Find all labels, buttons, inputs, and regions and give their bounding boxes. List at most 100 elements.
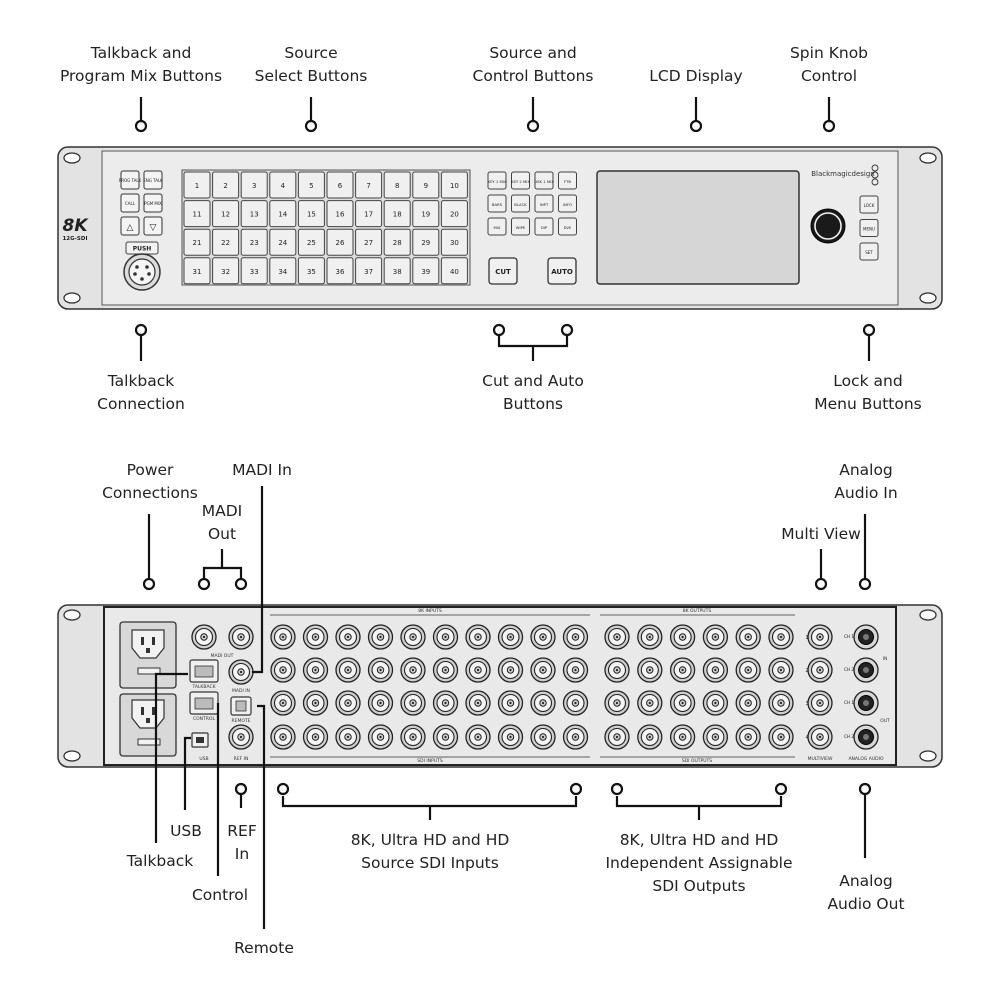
power-connector-1[interactable]	[119, 621, 177, 689]
sdi-input-bnc[interactable]	[400, 690, 426, 716]
madi-in-bnc[interactable]	[228, 659, 254, 685]
sdi-input-bnc[interactable]	[367, 657, 394, 683]
sdi-output-bnc[interactable]	[669, 657, 696, 683]
sdi-output-bnc[interactable]	[768, 624, 794, 650]
sdi-output-bnc[interactable]	[604, 724, 630, 750]
source-button[interactable]	[440, 171, 468, 199]
control-button[interactable]	[487, 171, 507, 190]
sdi-input-bnc[interactable]	[270, 724, 296, 750]
source-button[interactable]	[269, 228, 297, 256]
source-button[interactable]	[440, 257, 468, 285]
source-button[interactable]	[212, 171, 240, 199]
source-button[interactable]	[412, 171, 440, 199]
sdi-input-bnc[interactable]	[367, 724, 394, 750]
madi-out-bnc[interactable]	[191, 624, 217, 650]
source-button[interactable]	[240, 200, 268, 228]
auto-button[interactable]	[547, 257, 577, 285]
sdi-output-bnc[interactable]	[637, 657, 663, 683]
multiview-bnc[interactable]	[807, 657, 833, 683]
control-button[interactable]	[534, 194, 554, 213]
source-button[interactable]	[183, 171, 211, 199]
source-button[interactable]	[326, 171, 354, 199]
source-button[interactable]	[297, 228, 325, 256]
analog-audio-jack[interactable]	[853, 657, 879, 683]
sdi-output-bnc[interactable]	[735, 624, 761, 650]
sdi-input-bnc[interactable]	[302, 624, 329, 650]
sdi-input-bnc[interactable]	[465, 657, 491, 683]
sdi-input-bnc[interactable]	[497, 690, 524, 716]
sdi-output-bnc[interactable]	[637, 724, 663, 750]
sdi-input-bnc[interactable]	[497, 724, 524, 750]
talkback-rj45-port[interactable]	[189, 659, 219, 683]
control-button[interactable]	[534, 217, 554, 236]
power-connector-2[interactable]	[119, 693, 177, 757]
source-button[interactable]	[183, 257, 211, 285]
talkback-mix-button[interactable]	[120, 193, 140, 213]
sdi-input-bnc[interactable]	[465, 690, 491, 716]
source-button[interactable]	[383, 228, 411, 256]
multiview-bnc[interactable]	[807, 624, 833, 650]
sdi-input-bnc[interactable]	[530, 690, 556, 716]
cut-button[interactable]	[488, 257, 518, 285]
lock-menu-button[interactable]	[859, 219, 879, 237]
sdi-output-bnc[interactable]	[702, 690, 729, 716]
sdi-output-bnc[interactable]	[637, 690, 663, 716]
sdi-input-bnc[interactable]	[562, 690, 589, 716]
multiview-bnc[interactable]	[807, 724, 833, 750]
sdi-output-bnc[interactable]	[735, 690, 761, 716]
sdi-output-bnc[interactable]	[702, 657, 729, 683]
source-button[interactable]	[269, 171, 297, 199]
sdi-output-bnc[interactable]	[604, 690, 630, 716]
sdi-output-bnc[interactable]	[702, 724, 729, 750]
source-button[interactable]	[412, 228, 440, 256]
source-button[interactable]	[355, 257, 383, 285]
talkback-mix-button[interactable]	[120, 216, 140, 236]
source-button[interactable]	[383, 257, 411, 285]
sdi-output-bnc[interactable]	[669, 724, 696, 750]
control-button[interactable]	[511, 194, 530, 213]
source-button[interactable]	[183, 228, 211, 256]
sdi-input-bnc[interactable]	[335, 624, 361, 650]
talkback-mix-button[interactable]	[143, 216, 163, 236]
source-button[interactable]	[212, 257, 240, 285]
control-button[interactable]	[558, 194, 577, 213]
sdi-output-bnc[interactable]	[768, 690, 794, 716]
sdi-output-bnc[interactable]	[735, 657, 761, 683]
sdi-output-bnc[interactable]	[702, 624, 729, 650]
sdi-input-bnc[interactable]	[530, 724, 556, 750]
control-button[interactable]	[558, 217, 577, 236]
sdi-input-bnc[interactable]	[497, 624, 524, 650]
multiview-bnc[interactable]	[807, 690, 833, 716]
sdi-output-bnc[interactable]	[669, 624, 696, 650]
talkback-mix-button[interactable]	[143, 170, 163, 190]
sdi-output-bnc[interactable]	[768, 724, 794, 750]
sdi-input-bnc[interactable]	[530, 624, 556, 650]
sdi-output-bnc[interactable]	[637, 624, 663, 650]
source-button[interactable]	[212, 200, 240, 228]
talkback-mix-button[interactable]	[120, 170, 140, 190]
sdi-output-bnc[interactable]	[604, 624, 630, 650]
sdi-input-bnc[interactable]	[432, 624, 459, 650]
source-button[interactable]	[355, 228, 383, 256]
source-button[interactable]	[326, 200, 354, 228]
control-button[interactable]	[558, 171, 577, 190]
control-button[interactable]	[487, 194, 507, 213]
sdi-input-bnc[interactable]	[562, 724, 589, 750]
sdi-input-bnc[interactable]	[302, 657, 329, 683]
sdi-input-bnc[interactable]	[465, 624, 491, 650]
control-rj45-port[interactable]	[189, 691, 219, 715]
source-button[interactable]	[212, 228, 240, 256]
source-button[interactable]	[269, 257, 297, 285]
spin-knob[interactable]	[810, 208, 846, 244]
control-button[interactable]	[511, 217, 530, 236]
source-button[interactable]	[269, 200, 297, 228]
sdi-input-bnc[interactable]	[367, 690, 394, 716]
source-button[interactable]	[412, 257, 440, 285]
source-button[interactable]	[240, 171, 268, 199]
source-button[interactable]	[383, 171, 411, 199]
sdi-input-bnc[interactable]	[270, 690, 296, 716]
sdi-output-bnc[interactable]	[669, 690, 696, 716]
source-button[interactable]	[297, 200, 325, 228]
sdi-input-bnc[interactable]	[335, 657, 361, 683]
sdi-input-bnc[interactable]	[562, 624, 589, 650]
